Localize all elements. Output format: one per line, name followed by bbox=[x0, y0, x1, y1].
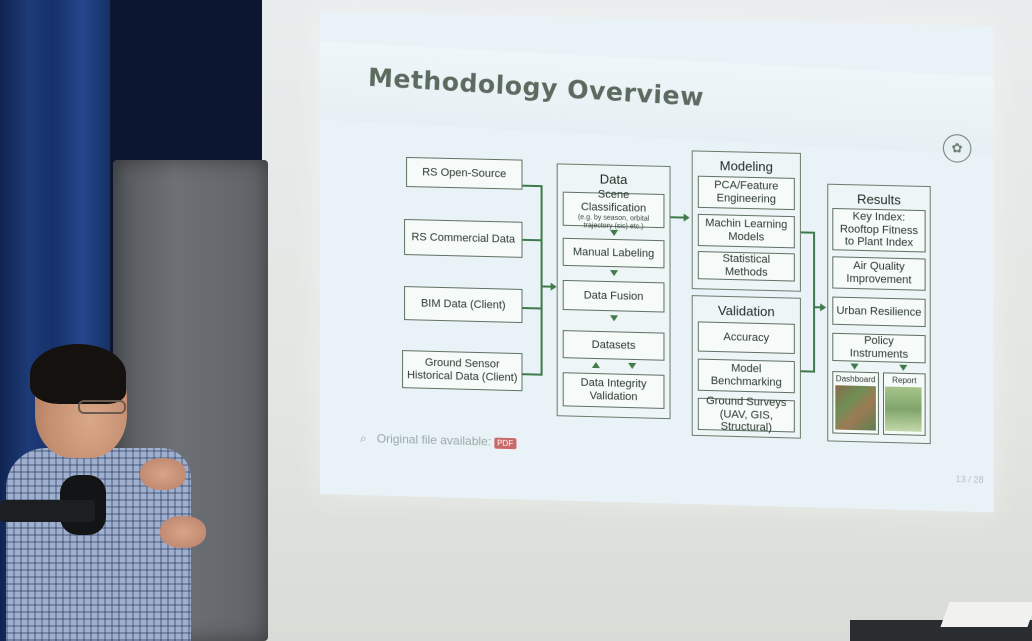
projected-slide: Methodology Overview ✿ RS Open-Source RS… bbox=[320, 12, 994, 512]
data-group-title: Data bbox=[558, 170, 670, 188]
arrow-down-icon bbox=[628, 363, 636, 369]
step-pca: PCA/Feature Engineering bbox=[698, 176, 795, 210]
connector-seg bbox=[522, 373, 540, 375]
validation-group-title: Validation bbox=[693, 302, 800, 320]
search-icon: ⌕ bbox=[360, 431, 367, 445]
input-rs-open-source: RS Open-Source bbox=[406, 157, 522, 190]
presenter-hand bbox=[160, 516, 206, 548]
connector-seg bbox=[801, 231, 813, 233]
connector-seg bbox=[801, 370, 813, 372]
results-group-title: Results bbox=[828, 191, 929, 208]
step-scene-classification: Scene Classification (e.g. by season, or… bbox=[563, 192, 665, 229]
connector-seg bbox=[522, 239, 540, 241]
dashboard-thumbnail bbox=[835, 385, 876, 430]
arrow-up-icon bbox=[592, 362, 600, 368]
input-rs-commercial: RS Commercial Data bbox=[404, 219, 522, 258]
result-key-index: Key Index: Rooftop Fitness to Plant Inde… bbox=[832, 208, 925, 253]
inputs-connector bbox=[541, 185, 543, 376]
step-accuracy: Accuracy bbox=[698, 321, 795, 354]
arrow-down-icon bbox=[851, 363, 859, 369]
presenter bbox=[0, 350, 215, 641]
step-statistical: Statistical Methods bbox=[698, 251, 795, 281]
input-bim-data: BIM Data (Client) bbox=[404, 286, 522, 323]
step-data-fusion: Data Fusion bbox=[563, 280, 665, 313]
presenter-hair bbox=[30, 344, 126, 404]
step-data-integrity: Data Integrity Validation bbox=[563, 372, 665, 409]
university-seal-icon: ✿ bbox=[943, 134, 971, 163]
step-datasets: Datasets bbox=[563, 330, 665, 361]
connector-seg bbox=[522, 307, 540, 309]
modeling-group-title: Modeling bbox=[693, 157, 800, 175]
pdf-badge: PDF bbox=[494, 438, 516, 450]
data-to-model-connector bbox=[671, 216, 685, 218]
step-benchmarking: Model Benchmarking bbox=[698, 359, 795, 394]
arrow-down-icon bbox=[610, 270, 618, 276]
step-ground-surveys: Ground Surveys (UAV, GIS, Structural) bbox=[698, 398, 795, 433]
page-number: 13 / 28 bbox=[956, 474, 984, 485]
paper-sheet bbox=[940, 602, 1032, 627]
step-ml-models: Machin Learning Models bbox=[698, 214, 795, 248]
glasses-icon bbox=[78, 400, 126, 414]
report-thumbnail bbox=[885, 387, 922, 432]
model-to-results-connector bbox=[813, 232, 815, 373]
footer-note: ⌕Original file available:PDF bbox=[360, 431, 516, 450]
result-policy: Policy Instruments bbox=[832, 333, 925, 364]
arrow-down-icon bbox=[899, 365, 907, 371]
microphone-stand bbox=[0, 500, 95, 522]
connector-seg bbox=[522, 185, 540, 187]
input-ground-sensor: Ground Sensor Historical Data (Client) bbox=[402, 350, 522, 391]
arrow-head-icon bbox=[820, 303, 826, 311]
step-manual-labeling: Manual Labeling bbox=[563, 238, 665, 269]
result-urban-resilience: Urban Resilience bbox=[832, 297, 925, 328]
presenter-hand bbox=[140, 458, 186, 490]
result-air-quality: Air Quality Improvement bbox=[832, 256, 925, 290]
arrow-down-icon bbox=[610, 230, 618, 236]
arrow-down-icon bbox=[610, 315, 618, 321]
arrow-head-icon bbox=[684, 214, 690, 222]
